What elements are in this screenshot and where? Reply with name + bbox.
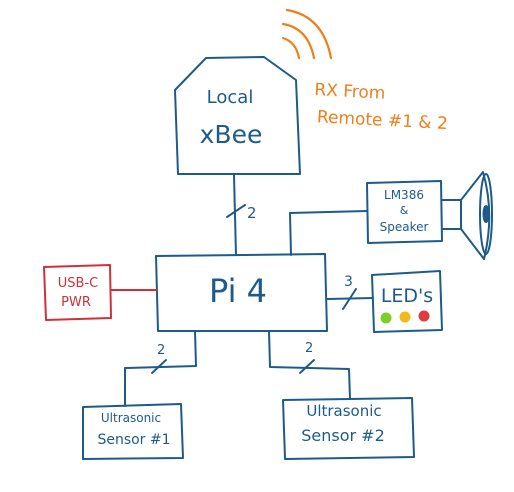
- radio-waves-icon: [281, 8, 333, 60]
- connection-pi-speaker: [289, 210, 368, 256]
- rx-note: RX From Remote #1 & 2: [314, 80, 448, 134]
- led-red: [418, 310, 430, 322]
- connection-pi-leds: 3: [326, 274, 374, 310]
- sensor1-label-line1: Ultrasonic: [101, 411, 161, 425]
- pi-node: Pi 4: [155, 253, 328, 332]
- led-green: [380, 312, 392, 324]
- connection-xbee-pi: 2: [226, 174, 257, 256]
- usbc-label-line1: USB-C: [58, 276, 98, 291]
- sensor1-label-line2: Sensor #1: [97, 432, 170, 448]
- xbee-label-line2: xBee: [200, 120, 263, 149]
- connection-pi-sensor2: 2: [268, 330, 351, 400]
- xbee-box: [174, 56, 301, 175]
- bus-label-pi-sensor1: 2: [157, 343, 165, 358]
- usbc-box: [43, 264, 112, 321]
- usbc-node: USB-C PWR: [43, 264, 112, 321]
- speaker-label-line2: &: [400, 204, 409, 217]
- sensor1-node: Ultrasonic Sensor #1: [82, 403, 184, 460]
- bus-slash-pi-sensor2: [299, 359, 315, 374]
- connection-pi-sensor1: 2: [124, 330, 197, 407]
- leds-node: LED's: [371, 270, 443, 333]
- xbee-node: Local xBee: [174, 56, 301, 175]
- rx-note-line1: RX From: [314, 80, 386, 104]
- speaker-box: [366, 180, 443, 244]
- speaker-label-line3: Speaker: [380, 220, 429, 234]
- bus-slash-pi-leds: [342, 288, 357, 310]
- rx-note-line2: Remote #1 & 2: [316, 107, 448, 134]
- bus-label-pi-sensor2: 2: [305, 341, 313, 356]
- bus-slash-xbee-pi: [226, 204, 246, 218]
- pi-box: [155, 253, 328, 332]
- bus-label-pi-leds: 3: [344, 274, 353, 290]
- pi-label: Pi 4: [209, 272, 267, 310]
- bus-label-xbee-pi: 2: [247, 204, 257, 222]
- leds-box: [371, 270, 443, 333]
- sensor2-box: [282, 397, 415, 460]
- sensor1-box: [82, 403, 184, 460]
- leds-label: LED's: [381, 285, 433, 307]
- xbee-label-line1: Local: [207, 87, 254, 108]
- bus-slash-pi-sensor1: [151, 359, 167, 374]
- led-yellow: [399, 311, 411, 323]
- usbc-label-line2: PWR: [61, 295, 91, 310]
- speaker-node: LM386 & Speaker: [366, 180, 443, 244]
- sensor2-node: Ultrasonic Sensor #2: [282, 397, 415, 460]
- sensor2-label-line1: Ultrasonic: [306, 402, 381, 420]
- loudspeaker-icon: [441, 171, 493, 260]
- speaker-label-line1: LM386: [384, 188, 424, 202]
- sensor2-label-line2: Sensor #2: [301, 426, 385, 445]
